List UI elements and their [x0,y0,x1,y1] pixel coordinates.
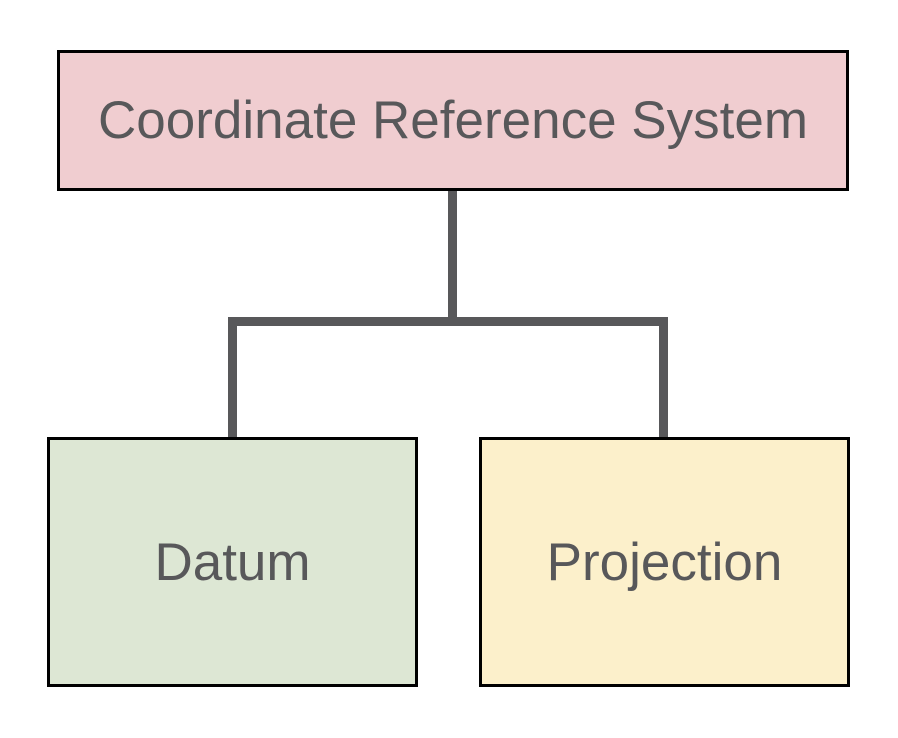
crs-node: Coordinate Reference System [57,50,849,191]
datum-node: Datum [47,437,418,687]
connector-drop-to-projection [659,317,668,437]
projection-node: Projection [479,437,850,687]
connector-crossbar [228,317,668,326]
connector-drop-to-datum [228,317,237,437]
connector-stem-from-crs [448,190,457,326]
datum-node-label: Datum [154,532,311,592]
crs-node-label: Coordinate Reference System [98,91,808,150]
projection-node-label: Projection [546,532,783,592]
